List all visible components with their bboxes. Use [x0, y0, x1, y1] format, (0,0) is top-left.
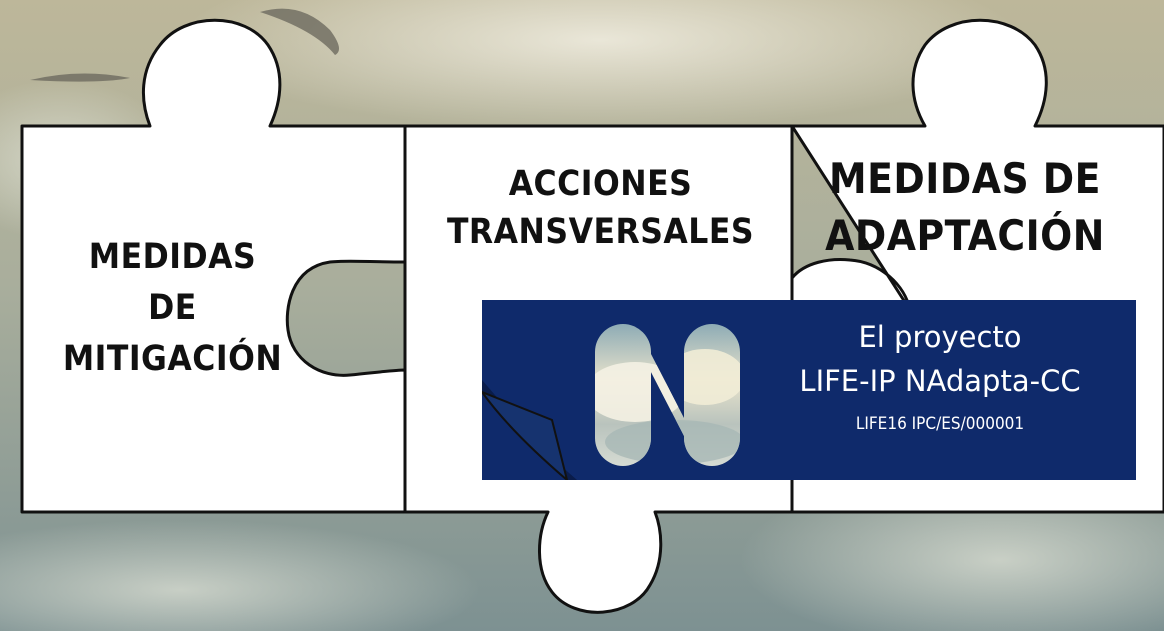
label-acciones-transversales: ACCIONES TRANSVERSALES [418, 160, 783, 256]
label-line: MEDIDAS DE [828, 154, 1102, 203]
page-curl-icon [482, 380, 577, 480]
label-line: ACCIONES [508, 164, 693, 204]
banner-title-line2: LIFE-IP NAdapta-CC [799, 364, 1081, 398]
banner-text: El proyecto LIFE-IP NAdapta-CC LIFE16 IP… [750, 315, 1130, 435]
label-line: DE [148, 288, 197, 328]
label-medidas-mitigacion: MEDIDAS DE MITIGACIÓN [40, 232, 305, 385]
banner-project-code: LIFE16 IPC/ES/000001 [855, 414, 1025, 434]
piece-mitigacion [20, 18, 407, 514]
label-medidas-adaptacion: MEDIDAS DE ADAPTACIÓN [800, 150, 1130, 264]
label-line: MITIGACIÓN [62, 339, 283, 379]
label-line: ADAPTACIÓN [825, 211, 1105, 260]
label-line: TRANSVERSALES [446, 212, 755, 252]
n-letter-sky-logo-icon [595, 324, 740, 466]
bird-icon [30, 8, 339, 82]
project-banner [482, 300, 1136, 480]
label-line: MEDIDAS [88, 237, 257, 277]
banner-title-line1: El proyecto [858, 320, 1022, 354]
